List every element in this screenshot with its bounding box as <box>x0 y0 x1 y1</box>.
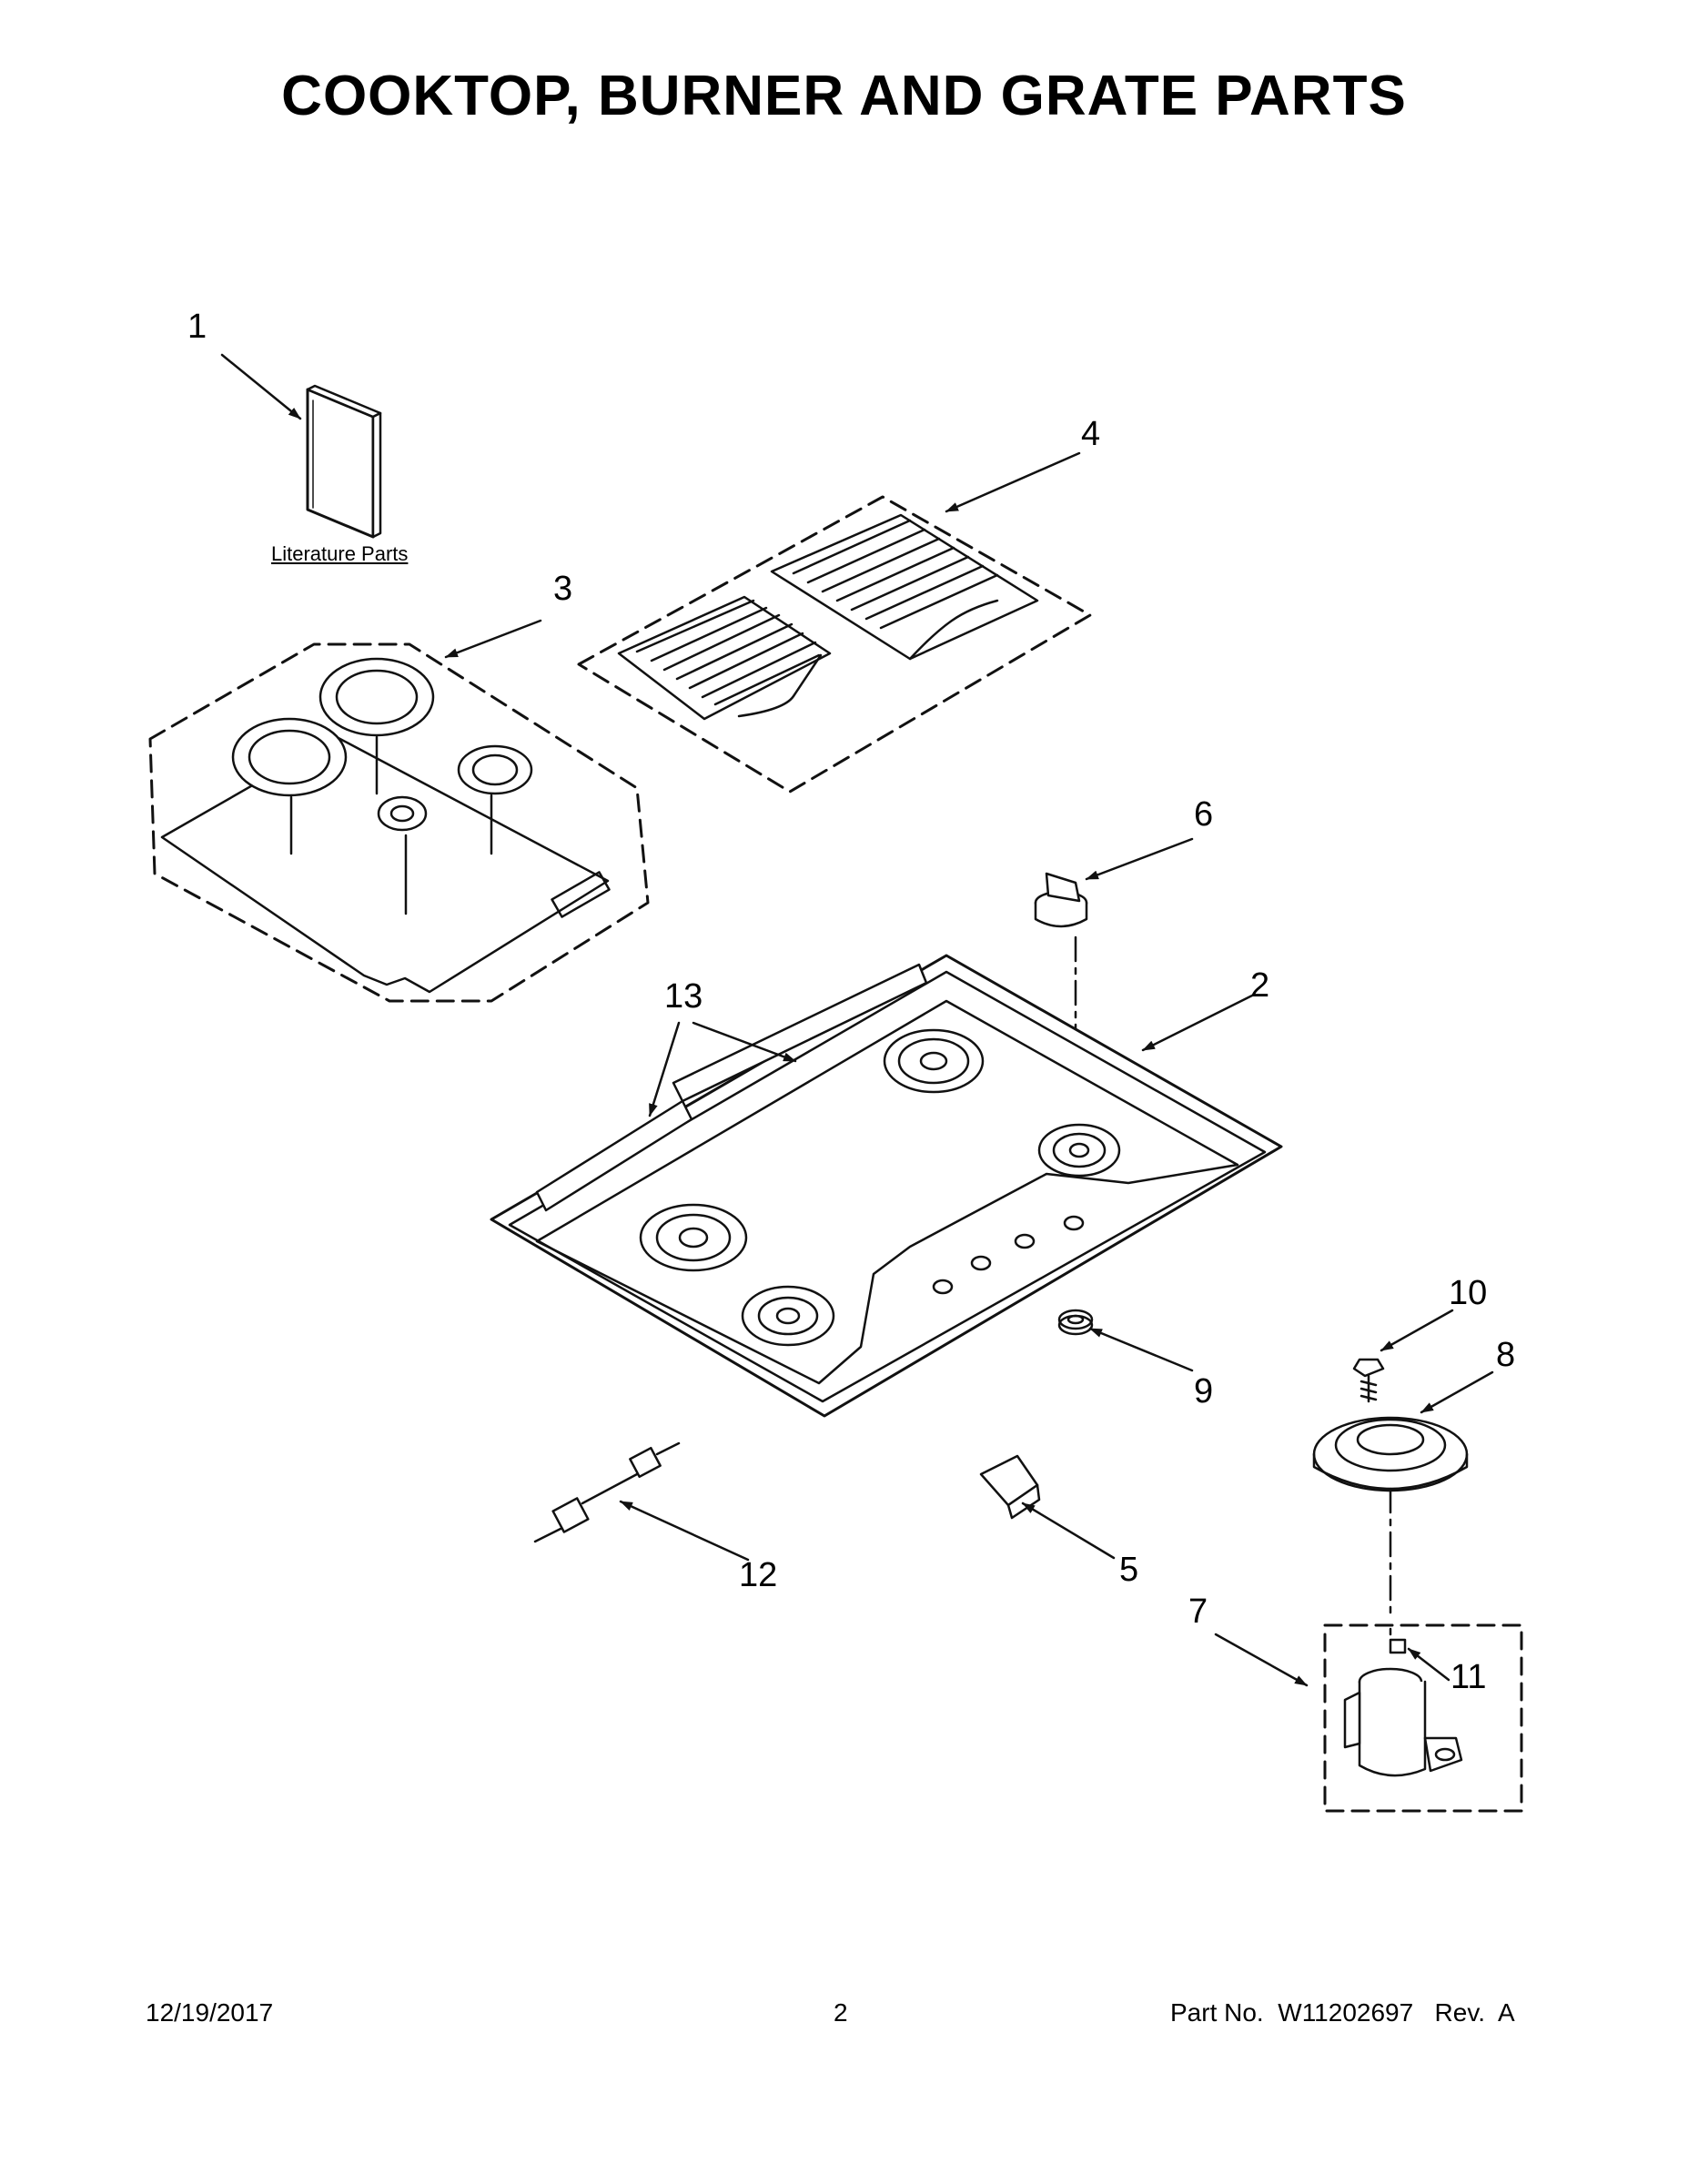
callout-1: 1 <box>187 308 207 346</box>
callout-13: 13 <box>664 977 703 1016</box>
callout-5: 5 <box>1119 1551 1139 1589</box>
literature-booklet <box>306 384 382 539</box>
footer-date: 12/19/2017 <box>146 1998 274 2027</box>
cooktop-main-top <box>490 954 1283 1418</box>
orifice <box>1389 1627 1407 1654</box>
grommet <box>1057 1309 1094 1336</box>
literature-parts-label: Literature Parts <box>271 542 409 565</box>
callout-10: 10 <box>1449 1274 1488 1312</box>
cooktop-glass-kit <box>148 642 650 1003</box>
burner-base <box>1343 1667 1463 1777</box>
page-title: COOKTOP, BURNER AND GRATE PARTS <box>281 65 1407 127</box>
callout-2: 2 <box>1250 966 1270 1005</box>
screw <box>1352 1358 1385 1403</box>
footer-part-number: Part No. W11202697 Rev. A <box>1170 1998 1515 2027</box>
callout-11: 11 <box>1450 1658 1487 1696</box>
burner-base-kit <box>1323 1623 1523 1813</box>
burner-port-front <box>741 1285 835 1347</box>
callout-7: 7 <box>1188 1592 1208 1631</box>
burner-port-left <box>639 1203 748 1272</box>
callout-12: 12 <box>739 1556 778 1594</box>
grate-right <box>770 513 1039 661</box>
callout-8: 8 <box>1496 1336 1516 1374</box>
burner-grates-kit <box>577 495 1092 794</box>
grate-left <box>617 595 832 721</box>
leader-lines <box>220 353 1494 1687</box>
burner-port-rear <box>883 1028 985 1094</box>
callout-3: 3 <box>553 570 573 608</box>
callout-9: 9 <box>1194 1372 1214 1410</box>
callout-4: 4 <box>1081 415 1101 453</box>
burner-head <box>1312 1416 1469 1622</box>
footer-page-number: 2 <box>834 1998 848 2027</box>
hinge-brackets <box>535 963 928 1212</box>
callout-6: 6 <box>1194 795 1214 834</box>
burner-port-right <box>1037 1123 1121 1178</box>
mounting-clip <box>979 1454 1041 1520</box>
spark-igniter <box>533 1441 681 1543</box>
